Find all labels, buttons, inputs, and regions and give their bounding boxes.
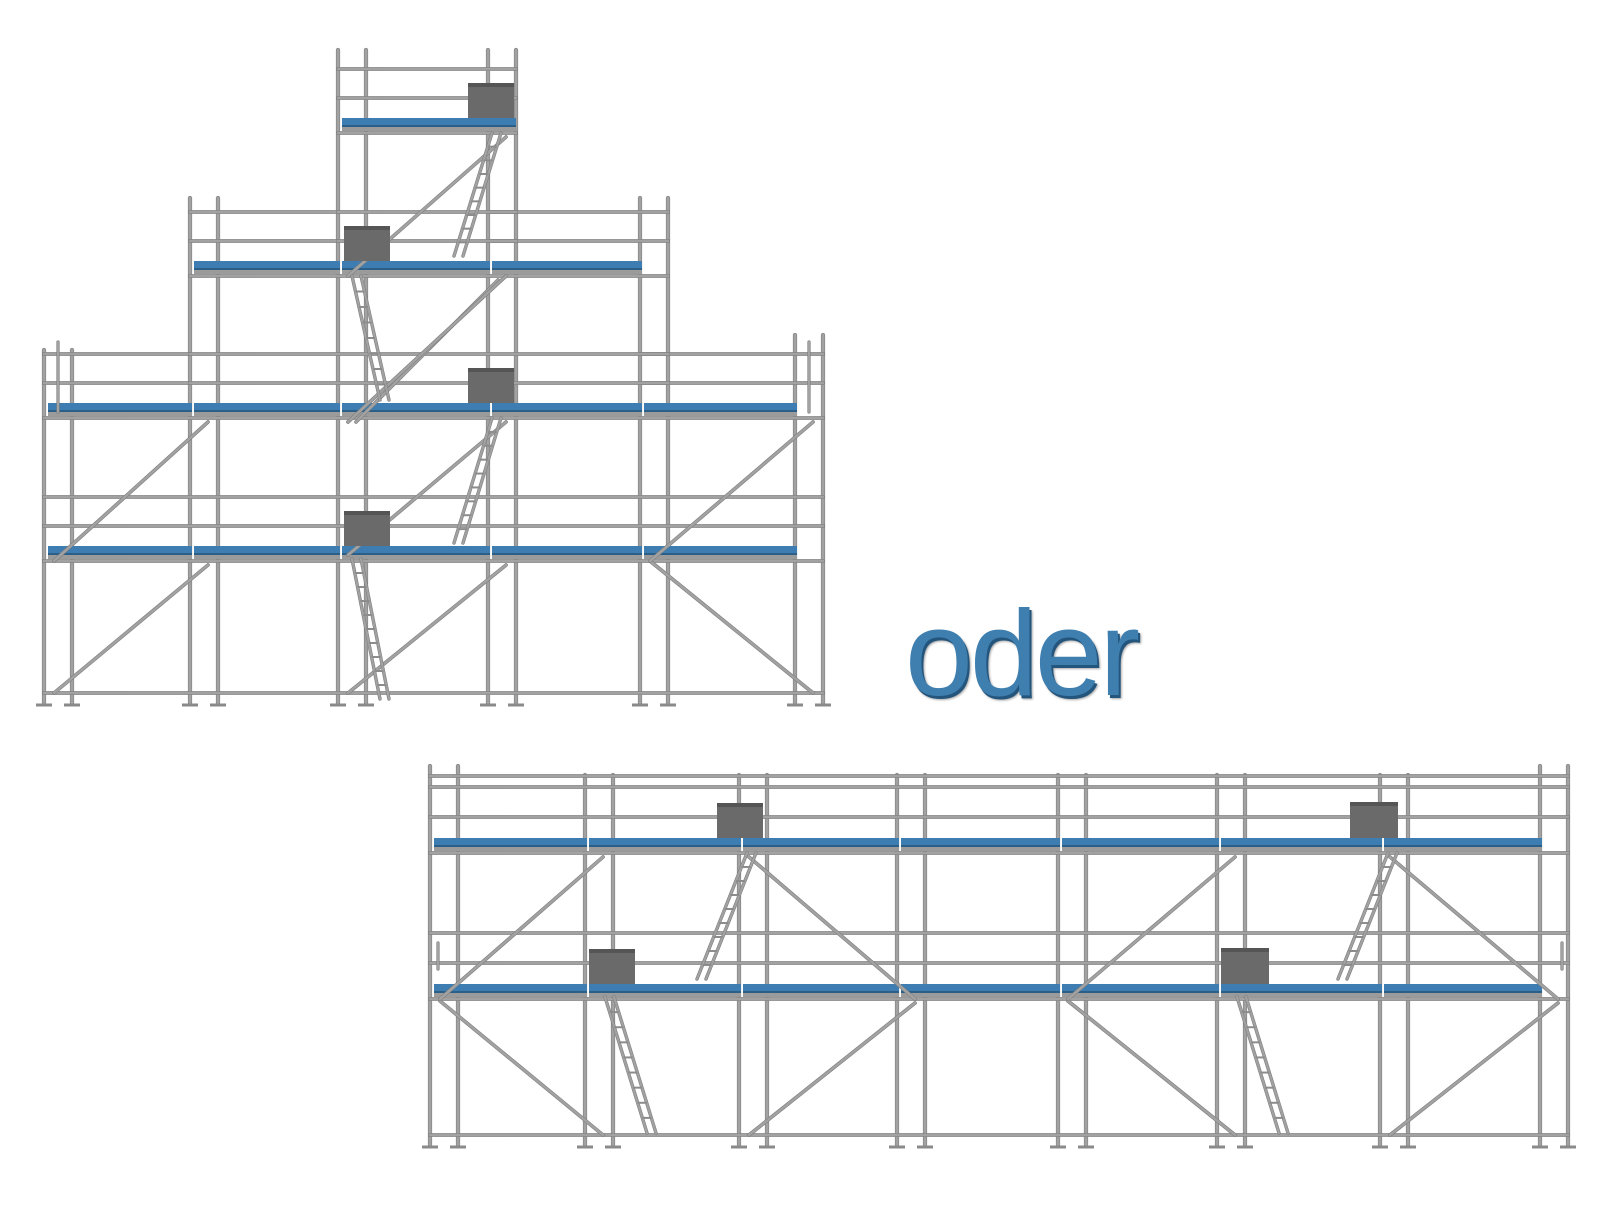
toolbox [1350, 802, 1398, 838]
deck-plank [1062, 838, 1219, 847]
deck-plank [644, 403, 797, 412]
deck-plank [743, 838, 899, 847]
deck-plank [901, 984, 1060, 993]
toolbox [468, 368, 514, 403]
deck-plank [901, 838, 1060, 847]
toolbox [1221, 948, 1269, 984]
deck-plank [434, 838, 587, 847]
deck-plank [48, 546, 192, 555]
deck-plank [492, 546, 642, 555]
deck-plank [194, 546, 340, 555]
deck-plank [1384, 984, 1542, 993]
deck-plank [589, 838, 741, 847]
deck-plank [342, 546, 490, 555]
deck-plank [342, 261, 490, 270]
oder-label: oder [905, 585, 1140, 721]
deck-plank [1221, 984, 1382, 993]
toolbox [344, 511, 390, 546]
deck-plank [492, 261, 642, 270]
deck-plank [492, 403, 642, 412]
deck-plank [434, 984, 587, 993]
deck-plank [194, 261, 340, 270]
deck-plank [743, 984, 899, 993]
toolbox [344, 226, 390, 261]
deck-plank [1221, 838, 1382, 847]
deck-plank [1384, 838, 1542, 847]
scaffold-long-facade [422, 763, 1576, 1149]
scaffold-stepped-pyramid [36, 47, 831, 707]
deck-plank [342, 403, 490, 412]
deck-plank [644, 546, 797, 555]
toolbox [468, 83, 514, 118]
deck-plank [194, 403, 340, 412]
toolbox [589, 949, 635, 984]
toolbox [717, 803, 763, 838]
deck-plank [589, 984, 741, 993]
deck-plank [342, 118, 516, 127]
deck-plank [1062, 984, 1219, 993]
deck-plank [48, 403, 192, 412]
